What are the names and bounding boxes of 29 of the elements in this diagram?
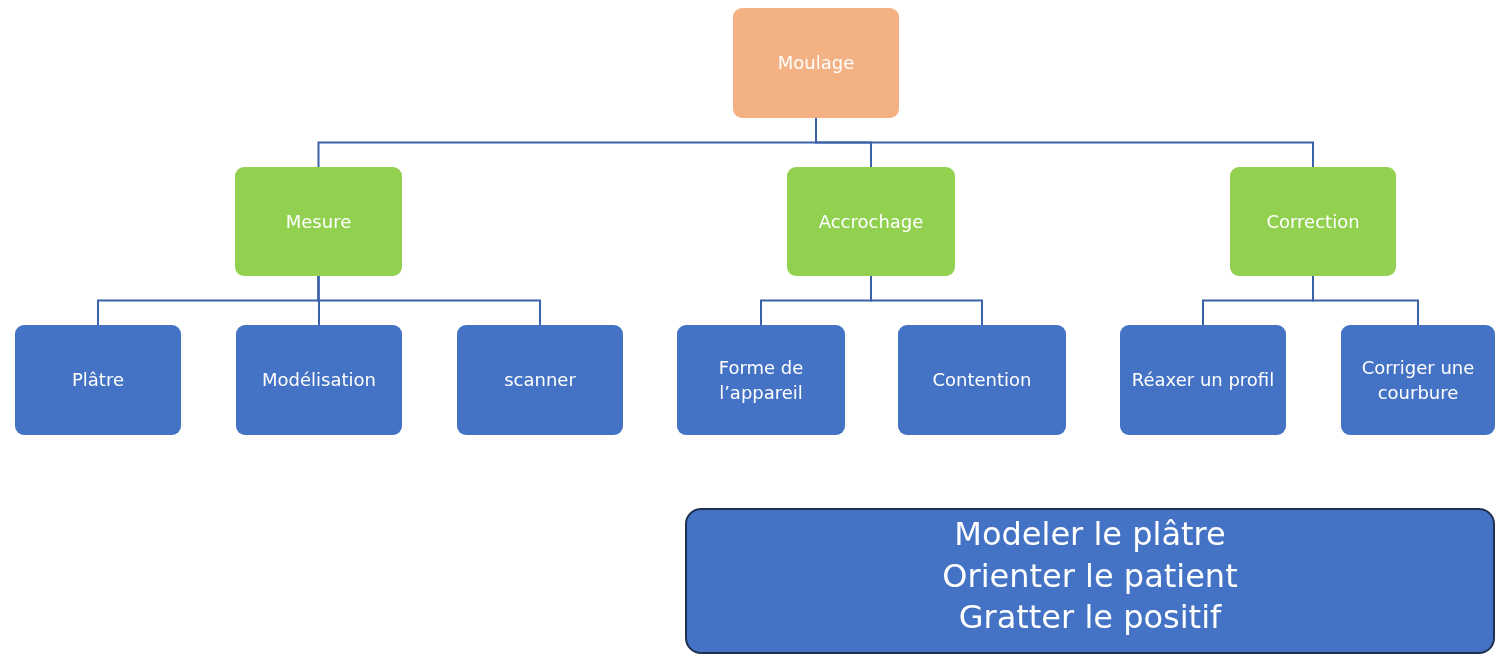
box-label: Correction [1265, 209, 1361, 234]
category-box [1230, 167, 1396, 276]
item-box [677, 325, 845, 435]
item-box [898, 325, 1066, 435]
box-label: Réaxer un profil [1130, 368, 1276, 393]
box-label: Contention [931, 368, 1033, 393]
category-box [235, 167, 402, 276]
item-box [1120, 325, 1286, 435]
box-label: Plâtre [71, 368, 125, 393]
box-label: Corriger une courbure [1360, 355, 1476, 405]
box-label: Orienter le patient [941, 555, 1239, 597]
item-box [457, 325, 623, 435]
box-label: Modeler le plâtre [953, 514, 1227, 555]
item-box [1341, 325, 1495, 435]
item-box [236, 325, 402, 435]
box-label: Gratter le positif [957, 597, 1223, 639]
connector-line [317, 275, 541, 326]
box-label: Forme de l’appareil [717, 355, 805, 405]
connector-line [1312, 275, 1419, 326]
root-box [733, 8, 899, 118]
note-box [685, 508, 1495, 654]
connector-line [870, 275, 983, 326]
category-box [787, 167, 955, 276]
box-label: scanner [503, 368, 577, 393]
box-label: Moulage [776, 51, 856, 76]
box-label: Modélisation [261, 368, 377, 393]
item-box [15, 325, 181, 435]
box-label: Mesure [284, 209, 353, 234]
box-label: Accrochage [817, 209, 925, 234]
